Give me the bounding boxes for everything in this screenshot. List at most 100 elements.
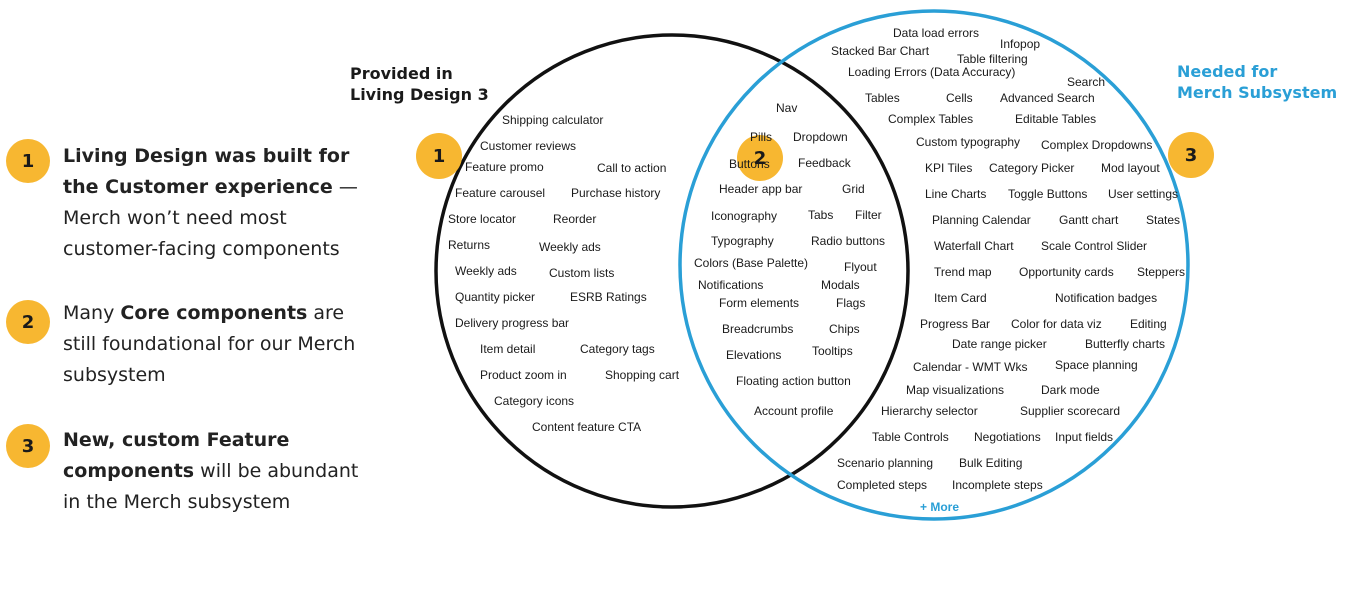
right-item: Incomplete steps (952, 478, 1043, 492)
overlap-item: Flyout (844, 260, 877, 274)
right-item: Butterfly charts (1085, 337, 1166, 351)
merch-subsystem-circle (678, 9, 1190, 521)
right-item: Loading Errors (Data Accuracy) (848, 65, 1016, 79)
left-item: Feature promo (465, 160, 544, 174)
right-item: Item Card (934, 291, 987, 305)
overlap-item: Header app bar (719, 182, 803, 196)
right-item: Category Picker (989, 161, 1075, 175)
right-item: Complex Tables (888, 112, 974, 126)
right-item: Tables (865, 91, 900, 105)
left-item: Category tags (580, 342, 655, 356)
overlap-item: Nav (776, 101, 798, 115)
overlap-item: Account profile (754, 404, 834, 418)
left-item: Product zoom in (480, 368, 567, 382)
right-item: Dark mode (1041, 383, 1100, 397)
venn-badge-2: 2 (737, 135, 783, 181)
left-item: Customer reviews (480, 139, 577, 153)
right-item: Progress Bar (920, 317, 991, 331)
right-item: Supplier scorecard (1020, 404, 1121, 418)
left-item: Category icons (494, 394, 575, 408)
right-item: Date range picker (952, 337, 1047, 351)
overlap-item: Breadcrumbs (722, 322, 794, 336)
left-item: Quantity picker (455, 290, 536, 304)
left-item: Feature carousel (455, 186, 546, 200)
overlap-item: Elevations (726, 348, 782, 362)
left-item: Weekly ads (455, 264, 517, 278)
overlap-item: Modals (821, 278, 860, 292)
right-item: Opportunity cards (1019, 265, 1114, 279)
venn-badge-3: 3 (1168, 132, 1214, 178)
right-item: Steppers (1137, 265, 1186, 279)
overlap-item: Dropdown (793, 130, 848, 144)
overlap-item: Typography (711, 234, 774, 248)
right-item: Calendar - WMT Wks (913, 360, 1028, 374)
right-item: Custom typography (916, 135, 1021, 149)
right-item: Input fields (1055, 430, 1114, 444)
overlap-item: Notifications (698, 278, 764, 292)
left-item: Item detail (480, 342, 536, 356)
left-item: Shopping cart (605, 368, 680, 382)
right-item: Infopop (1000, 37, 1041, 51)
overlap-item: Tooltips (812, 344, 853, 358)
right-item: Data load errors (893, 26, 980, 40)
left-item: Store locator (448, 212, 517, 226)
right-item: Cells (946, 91, 973, 105)
right-item: Table Controls (872, 430, 949, 444)
overlap-item: Buttons (729, 157, 770, 171)
right-item: Trend map (934, 265, 992, 279)
left-item: Delivery progress bar (455, 316, 570, 330)
venn-badge-1: 1 (416, 133, 462, 179)
overlap-item: Radio buttons (811, 234, 886, 248)
right-item: Toggle Buttons (1008, 187, 1088, 201)
right-item: Hierarchy selector (881, 404, 978, 418)
step-badge-3: 3 (6, 424, 50, 468)
note-2: Many Core components are still foundatio… (63, 302, 356, 386)
left-item: Call to action (597, 161, 667, 175)
left-item: Custom lists (549, 266, 615, 280)
right-item: Waterfall Chart (934, 239, 1014, 253)
overlap-item: Chips (829, 322, 860, 336)
left-item: ESRB Ratings (570, 290, 647, 304)
right-item: Color for data viz (1011, 317, 1102, 331)
right-item: Notification badges (1055, 291, 1158, 305)
right-item: Completed steps (837, 478, 928, 492)
left-item: Content feature CTA (532, 420, 642, 434)
right-item: Stacked Bar Chart (831, 44, 930, 58)
notes-panel: 1 Living Design was built for the Custom… (0, 0, 360, 589)
right-item: Complex Dropdowns (1041, 138, 1153, 152)
right-item: Bulk Editing (959, 456, 1023, 470)
left-item: Purchase history (571, 186, 661, 200)
overlap-item: Filter (855, 208, 882, 222)
right-item: Scenario planning (837, 456, 934, 470)
right-item: Scale Control Slider (1041, 239, 1148, 253)
overlap-item: Tabs (808, 208, 834, 222)
right-item: Negotiations (974, 430, 1041, 444)
right-item: Table filtering (957, 52, 1028, 66)
more-link[interactable]: + More (920, 500, 960, 514)
right-item: Map visualizations (906, 383, 1005, 397)
right-item: KPI Tiles (925, 161, 973, 175)
overlap-item: Floating action button (736, 374, 851, 388)
living-design-circle (434, 33, 910, 509)
step-badge-1: 1 (6, 139, 50, 183)
overlap-item: Flags (836, 296, 866, 310)
right-item: Space planning (1055, 358, 1138, 372)
right-item: Search (1067, 75, 1106, 89)
overlap-item: Grid (842, 182, 865, 196)
note-3: New, custom Feature components will be a… (63, 429, 359, 513)
right-item: Editing (1130, 317, 1167, 331)
overlap-item: Pills (750, 130, 773, 144)
overlap-item: Colors (Base Palette) (694, 256, 809, 270)
step-badge-2: 2 (6, 300, 50, 344)
overlap-item: Feedback (798, 156, 851, 170)
right-item: User settings (1108, 187, 1179, 201)
left-item: Shipping calculator (502, 113, 604, 127)
left-item: Returns (448, 238, 491, 252)
right-item: Advanced Search (1000, 91, 1095, 105)
right-item: Planning Calendar (932, 213, 1031, 227)
overlap-item: Iconography (711, 209, 778, 223)
right-item: Editable Tables (1015, 112, 1097, 126)
